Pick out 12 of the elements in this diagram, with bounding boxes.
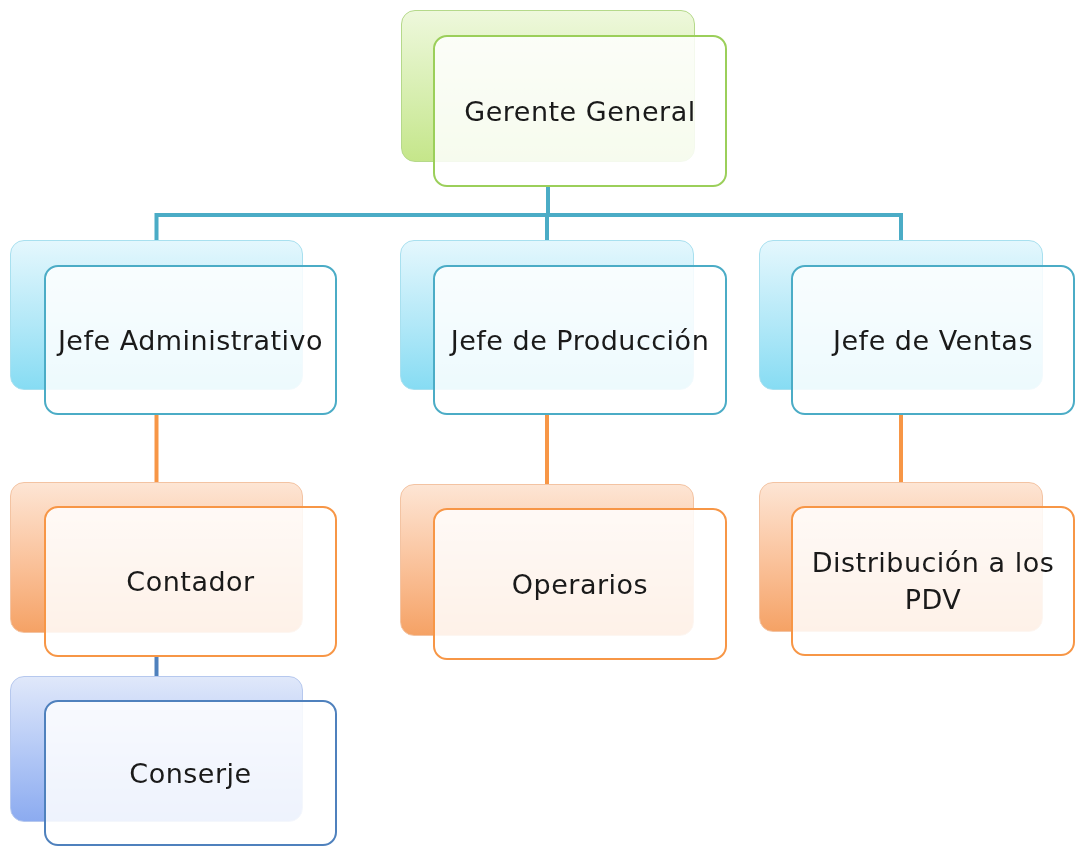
- box-label: Jefe de Producción: [450, 323, 710, 358]
- box-label: Jefe Administrativo: [57, 323, 324, 358]
- box-label: Distribución a los PDV: [810, 546, 1056, 617]
- box-label: Contador: [126, 565, 255, 599]
- box-label: Operarios: [511, 567, 649, 602]
- box-label: Conserje: [129, 756, 252, 791]
- connector-line: [154, 415, 159, 482]
- connector-line: [899, 415, 903, 482]
- box-label: Jefe de Ventas: [833, 323, 1033, 358]
- connector-line: [154, 657, 159, 676]
- box-label: Gerente General: [464, 94, 696, 129]
- connector-line: [545, 415, 549, 484]
